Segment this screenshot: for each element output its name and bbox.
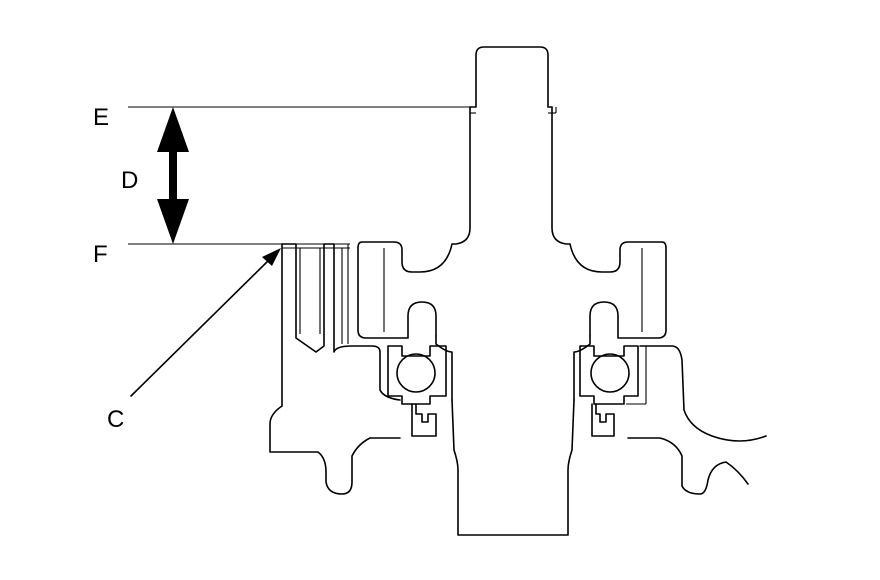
label-f: F (93, 241, 108, 268)
label-c: C (107, 406, 124, 433)
leader-arrow-c (130, 248, 281, 397)
label-e: E (93, 104, 109, 131)
hub-shaft (357, 46, 667, 536)
dimension-arrow-d (157, 107, 189, 244)
label-d: D (121, 167, 138, 194)
right-bearing (579, 345, 639, 437)
left-bearing (387, 345, 447, 437)
left-knuckle (269, 243, 401, 495)
right-knuckle (626, 345, 767, 495)
